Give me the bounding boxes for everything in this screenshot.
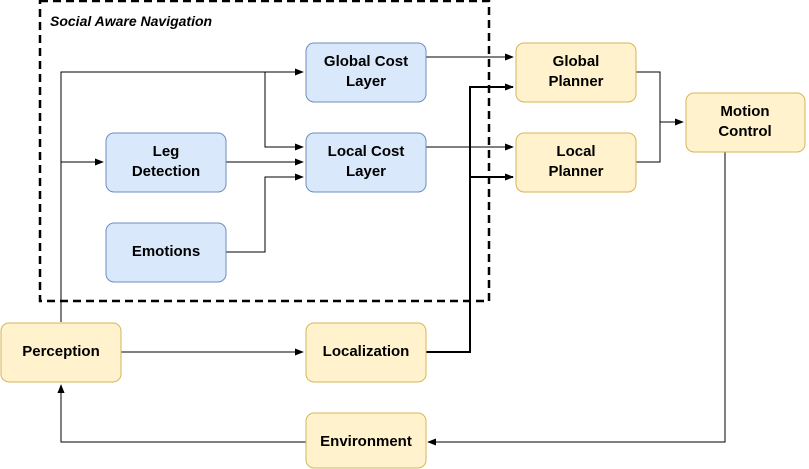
- svg-text:Perception: Perception: [22, 343, 100, 360]
- svg-text:Local: Local: [556, 143, 595, 160]
- svg-text:Motion: Motion: [720, 103, 769, 120]
- svg-text:Emotions: Emotions: [132, 243, 200, 260]
- edge-localization-to-global-planner: [426, 83, 514, 353]
- node-local-cost-layer: Local Cost Layer: [305, 132, 427, 193]
- edge-global-planner-to-motion-control: [636, 71, 684, 126]
- node-emotions: Emotions: [105, 222, 227, 283]
- edge-emotions-to-local-cost-layer: [226, 173, 304, 253]
- svg-text:Localization: Localization: [323, 343, 410, 360]
- group-title: Social Aware Navigation: [50, 13, 212, 29]
- svg-text:Global Cost: Global Cost: [324, 53, 408, 70]
- node-environment: Environment: [305, 412, 427, 469]
- svg-text:Global: Global: [553, 53, 600, 70]
- node-motion-control: Motion Control: [685, 92, 806, 153]
- edge-motion-control-to-environment: [427, 152, 726, 446]
- edge-environment-to-perception: [57, 384, 306, 443]
- edge-perception-to-global-cost-layer: [60, 68, 304, 322]
- social-aware-navigation-group: [38, 0, 491, 303]
- svg-text:Detection: Detection: [132, 163, 200, 180]
- svg-text:Environment: Environment: [320, 433, 412, 450]
- edge-local-planner-to-motion-control: [636, 122, 661, 163]
- svg-text:Layer: Layer: [346, 163, 386, 180]
- svg-text:Planner: Planner: [548, 73, 603, 90]
- svg-text:Planner: Planner: [548, 163, 603, 180]
- node-global-cost-layer: Global Cost Layer: [305, 42, 427, 103]
- edge-perception-to-local-cost-layer: [264, 72, 304, 151]
- node-leg-detection: Leg Detection: [105, 132, 227, 193]
- node-local-planner: Local Planner: [515, 132, 637, 193]
- node-perception: Perception: [0, 322, 122, 383]
- node-global-planner: Global Planner: [515, 42, 637, 103]
- svg-text:Local Cost: Local Cost: [328, 143, 405, 160]
- svg-text:Control: Control: [718, 123, 771, 140]
- connectors: [57, 53, 726, 446]
- node-localization: Localization: [305, 322, 427, 383]
- svg-text:Leg: Leg: [153, 143, 180, 160]
- svg-text:Layer: Layer: [346, 73, 386, 90]
